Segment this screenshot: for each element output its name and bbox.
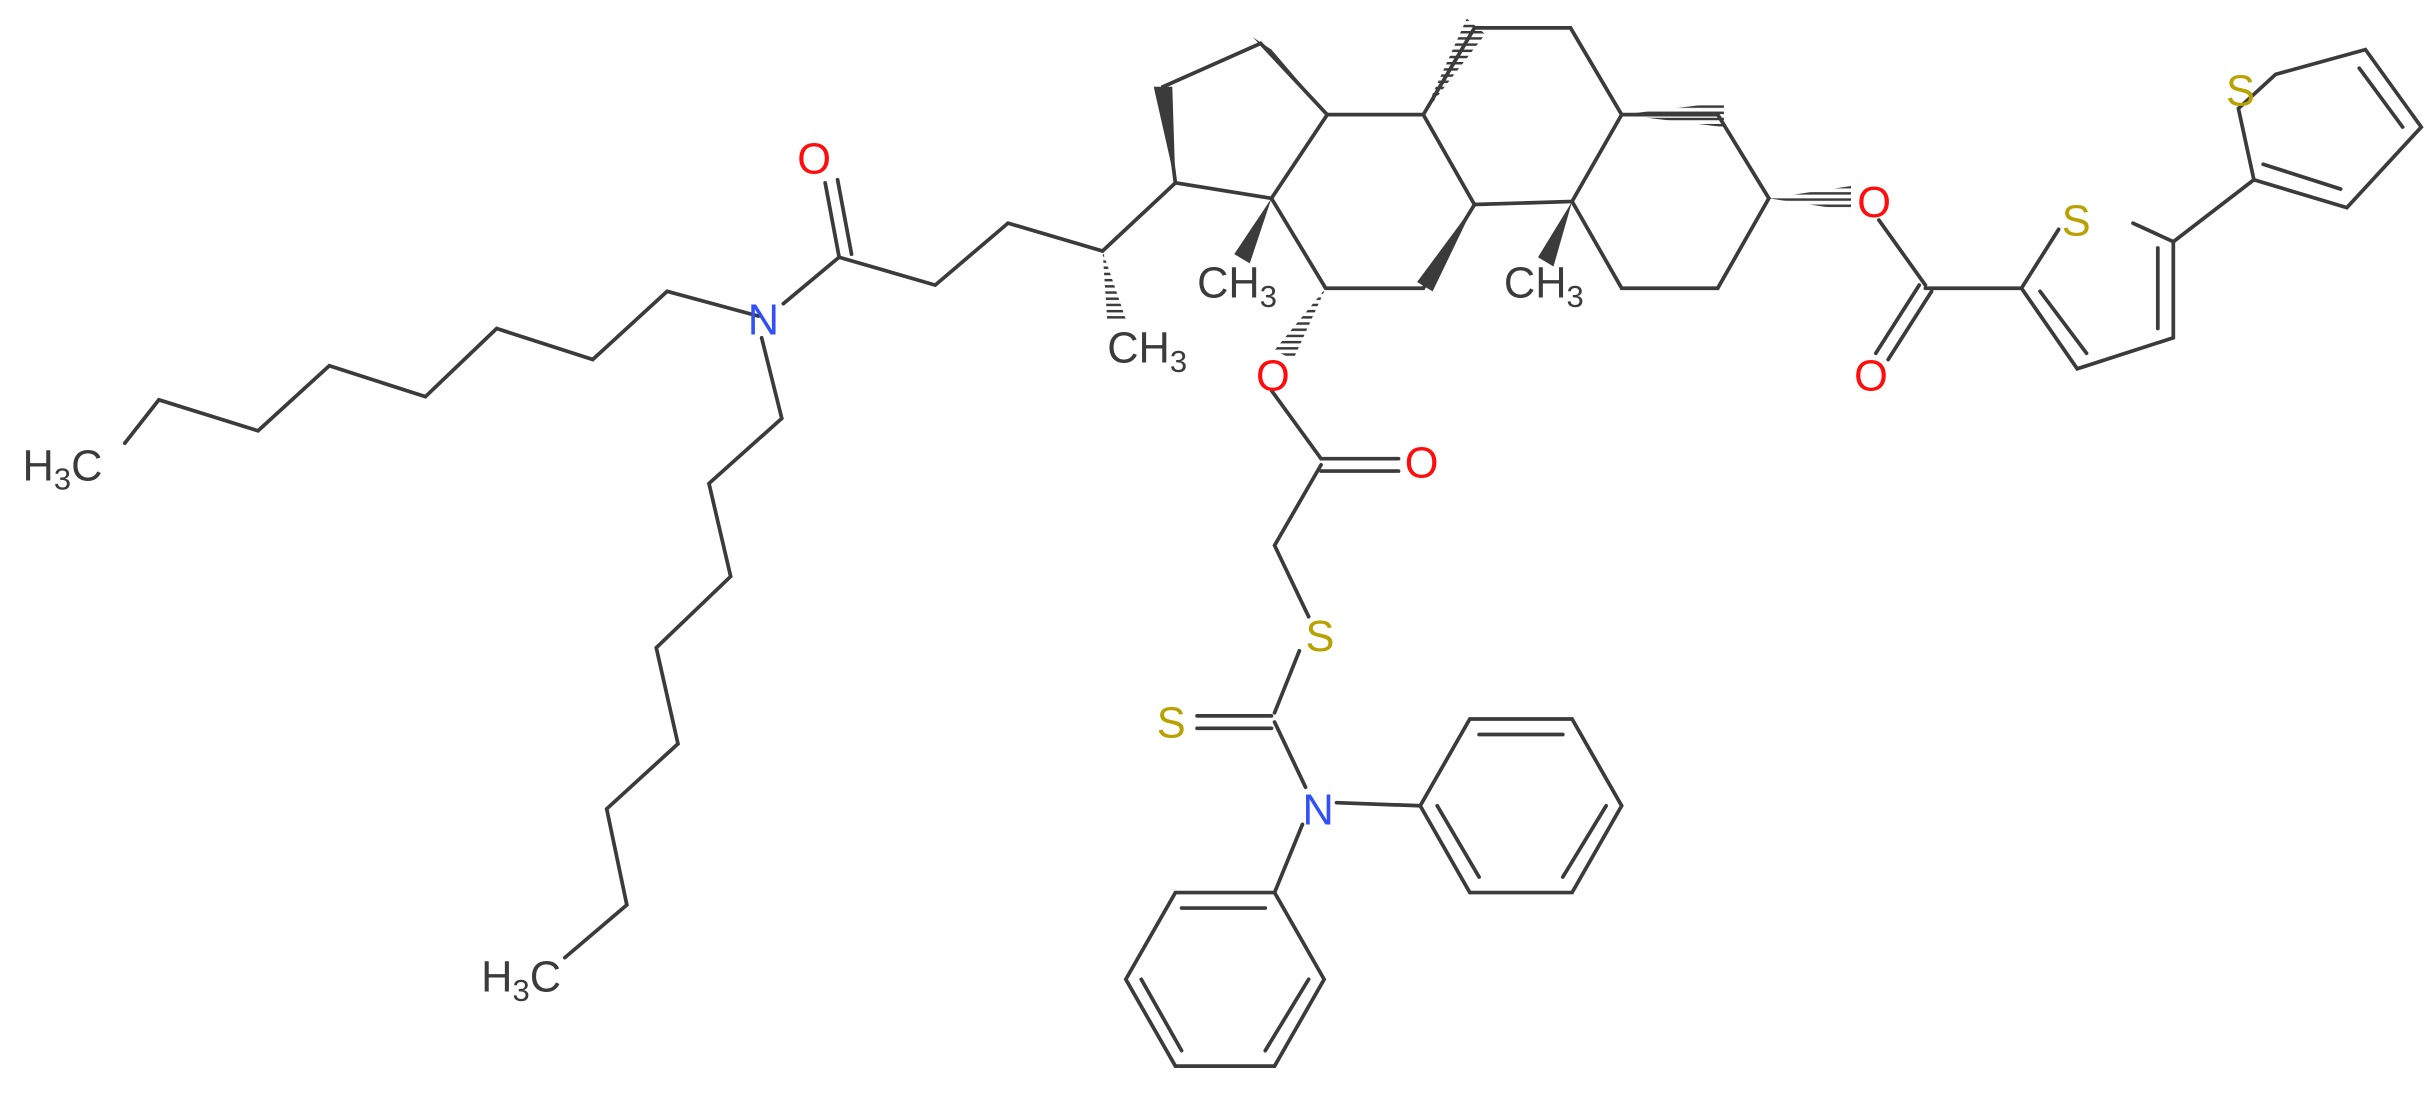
octyl-chain-lower bbox=[562, 335, 784, 960]
wedge-c13-methyl bbox=[1234, 198, 1272, 264]
phenyl2-inner-c bbox=[1139, 977, 1184, 1053]
amide-cn-bond bbox=[781, 255, 841, 306]
dithiocarbamate-cs-bond bbox=[1272, 648, 1302, 715]
phenyl-ring-1 bbox=[1418, 717, 1624, 895]
hash-c8-h bbox=[1423, 18, 1486, 115]
atom-o-c3-carbonyl: O bbox=[1854, 352, 1888, 400]
atom-labels: O N H3C H3C CH3 CH3 CH3 O O S S N O O S … bbox=[23, 67, 2255, 1008]
phenyl1-inner-c bbox=[1435, 803, 1481, 879]
thiophene-ring-2-bonds bbox=[2236, 47, 2424, 210]
atom-ch3-side: CH3 bbox=[1107, 325, 1187, 379]
atom-s-thione: S bbox=[1157, 700, 1186, 748]
atom-h3c-octyl-a: H3C bbox=[23, 442, 103, 496]
atom-n-diphenyl: N bbox=[1302, 786, 1333, 834]
phenyl-ring-2 bbox=[1123, 890, 1327, 1068]
bonds bbox=[122, 26, 2424, 1068]
hash-c20-methyl bbox=[1102, 251, 1126, 320]
hash-c12-o bbox=[1274, 288, 1326, 360]
thiophene-ring-1-bonds bbox=[2019, 221, 2176, 371]
wedge-c9-h bbox=[1417, 204, 1475, 292]
atom-ch3-c10: CH3 bbox=[1504, 260, 1584, 314]
phenyl2-inner-b bbox=[1263, 977, 1311, 1053]
thiophene2-inner-b bbox=[2261, 162, 2343, 191]
atom-h3c-octyl-b: H3C bbox=[481, 954, 561, 1008]
ester-c3-co-a bbox=[1873, 283, 1922, 356]
phenyl1-inner-b bbox=[1560, 803, 1609, 879]
hash-c5-h bbox=[1621, 102, 1724, 128]
amide-co-bond-b bbox=[835, 177, 854, 256]
ring-a bbox=[1570, 112, 1772, 291]
n-phenyl1-bond bbox=[1334, 800, 1423, 808]
thiophene2-inner-a bbox=[2357, 66, 2405, 129]
wedge-c10-methyl bbox=[1537, 201, 1573, 267]
atom-o-c12-carbonyl: O bbox=[1405, 439, 1439, 487]
ester-c12-o-bond bbox=[1269, 388, 1323, 461]
ester-c3-o-bond bbox=[1877, 218, 1928, 287]
atom-s-thiophene-2: S bbox=[2226, 67, 2255, 115]
side-chain bbox=[837, 180, 1178, 288]
atom-o-amide: O bbox=[797, 136, 831, 184]
octyl-chain-upper bbox=[122, 289, 761, 446]
atom-o-c3: O bbox=[1857, 179, 1891, 227]
atom-s-thioether: S bbox=[1306, 613, 1335, 661]
dithiocarbamate-cn-bond bbox=[1272, 720, 1308, 790]
thiophene1-inner-a bbox=[2038, 289, 2089, 356]
wedge-c17-h bbox=[1153, 86, 1176, 183]
n-phenyl2-bond bbox=[1272, 822, 1305, 895]
amide-co-bond-a bbox=[823, 180, 841, 260]
atom-n-amide: N bbox=[748, 297, 779, 345]
hash-c3-o bbox=[1768, 185, 1852, 211]
ring-d bbox=[1160, 41, 1330, 201]
thiophene-biaryl-bond bbox=[2171, 177, 2256, 244]
atom-ch3-c13: CH3 bbox=[1197, 260, 1277, 314]
ester-c3-co-b bbox=[1886, 289, 1934, 362]
stereo-bonds bbox=[1102, 18, 1852, 360]
atom-s-thiophene-1: S bbox=[2062, 198, 2091, 246]
ester-c12-chain bbox=[1272, 463, 1323, 619]
atom-o-c12: O bbox=[1256, 352, 1290, 400]
